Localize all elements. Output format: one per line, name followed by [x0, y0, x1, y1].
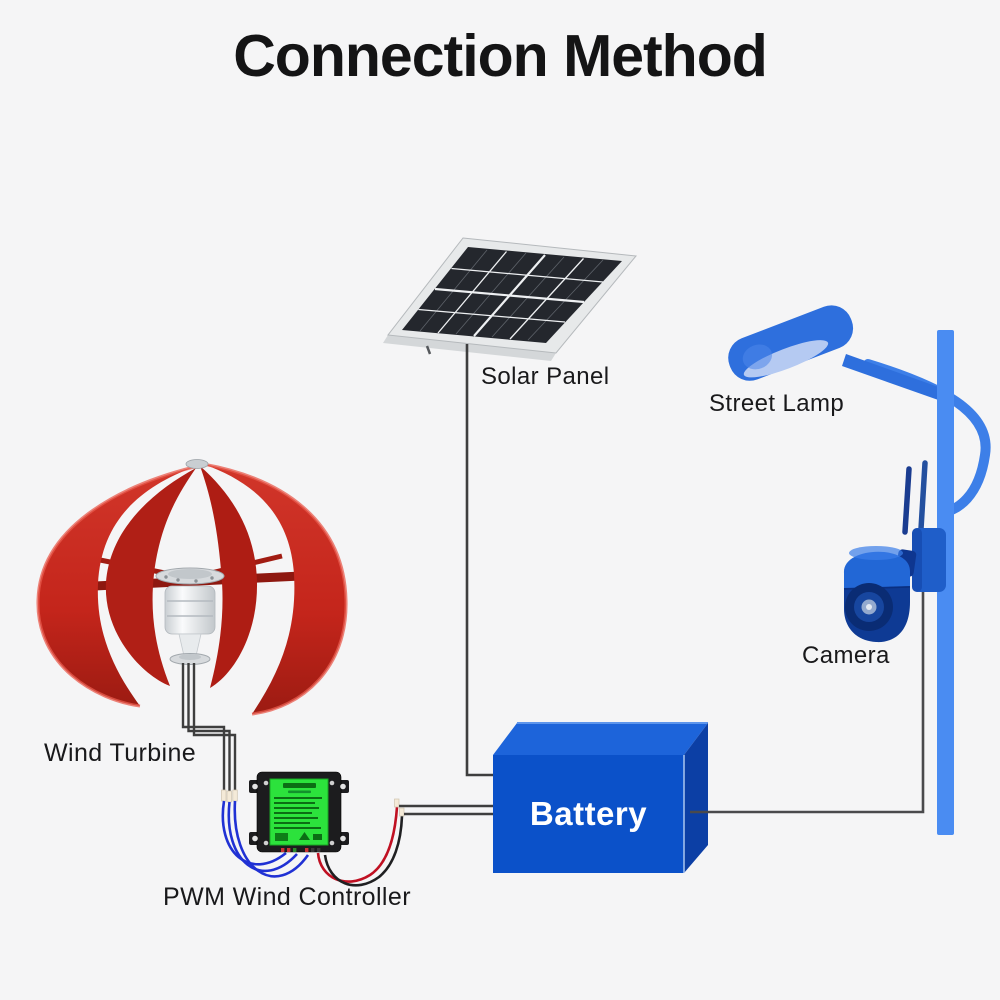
- wire-connector-tips: [221, 789, 238, 803]
- turbine-motor: [164, 585, 216, 635]
- pwm-controller-icon: [249, 771, 349, 853]
- battery-icon: [493, 722, 708, 873]
- turbine-wires: [181, 663, 237, 791]
- camera-label: Camera: [802, 642, 890, 669]
- battery-label: Battery: [529, 795, 648, 832]
- flange-bolt: [210, 576, 214, 580]
- flange-bolt: [194, 579, 198, 583]
- battery-side-face: [684, 723, 708, 873]
- solar-frame-lip: [383, 335, 556, 361]
- controller-screw: [263, 780, 269, 786]
- camera-antenna-left: [902, 466, 912, 535]
- battery-camera-wire: [690, 590, 925, 814]
- controller-screw: [340, 835, 346, 842]
- solar-panel-icon: [383, 237, 637, 361]
- turbine-blade-left: [37, 467, 194, 706]
- turbine-blade-right: [203, 464, 347, 714]
- page-title: Connection Method: [233, 23, 768, 89]
- controller-screw: [329, 780, 335, 786]
- camera-mount-shade: [912, 528, 922, 592]
- camera-antenna-right: [918, 460, 928, 532]
- turbine-blade-mid-left: [105, 468, 196, 686]
- controller-face-printing: [274, 783, 322, 841]
- controller-screw: [263, 840, 269, 846]
- flange-bolt: [176, 578, 180, 582]
- wire-connector-tip: [399, 807, 405, 817]
- turbine-hub-flange-inner: [168, 569, 212, 579]
- camera-icon: [843, 460, 946, 643]
- controller-screw: [252, 783, 258, 790]
- lamp-head-glass: [743, 340, 829, 378]
- pwm-controller-label: PWM Wind Controller: [163, 883, 411, 911]
- lamp-arm: [842, 354, 944, 402]
- camera-lens-dot: [866, 604, 872, 610]
- battery-top-face: [493, 723, 708, 755]
- lamp-head-body: [728, 305, 854, 381]
- controller-battery-leads: [399, 804, 495, 816]
- red-wire: [316, 806, 399, 883]
- street-lamp-label: Street Lamp: [709, 390, 845, 417]
- turbine-top-hub: [185, 459, 209, 469]
- solar-leg: [425, 345, 432, 355]
- controller-screw: [252, 835, 258, 842]
- controller-screw: [340, 783, 346, 790]
- camera-body-top: [843, 551, 910, 590]
- controller-terminals: [281, 848, 321, 852]
- wiring: [181, 344, 495, 887]
- solar-panel-label: Solar Panel: [481, 363, 610, 390]
- camera-body-glint: [849, 546, 903, 560]
- lamp-head: [728, 305, 854, 381]
- wind-turbine-label: Wind Turbine: [44, 739, 197, 767]
- lamp-head-shade: [742, 344, 773, 370]
- flange-bolt: [164, 575, 168, 579]
- solar-grid: [418, 251, 604, 340]
- turbine-blade-right-highlight: [202, 462, 348, 716]
- turbine-bottom-flange-inner: [179, 654, 201, 660]
- solar-battery-wire: [465, 344, 495, 777]
- battery-front-face: [493, 755, 684, 873]
- turbine-motor-neck: [178, 633, 202, 657]
- controller-screw: [329, 840, 335, 846]
- black-wire: [323, 815, 404, 887]
- wire-connector-tip: [394, 798, 400, 808]
- blue-wires: [221, 800, 310, 878]
- turbine-blade-left-highlight: [36, 465, 195, 708]
- turbine-blade-mid-right: [200, 466, 258, 688]
- wind-turbine-icon: [36, 459, 348, 716]
